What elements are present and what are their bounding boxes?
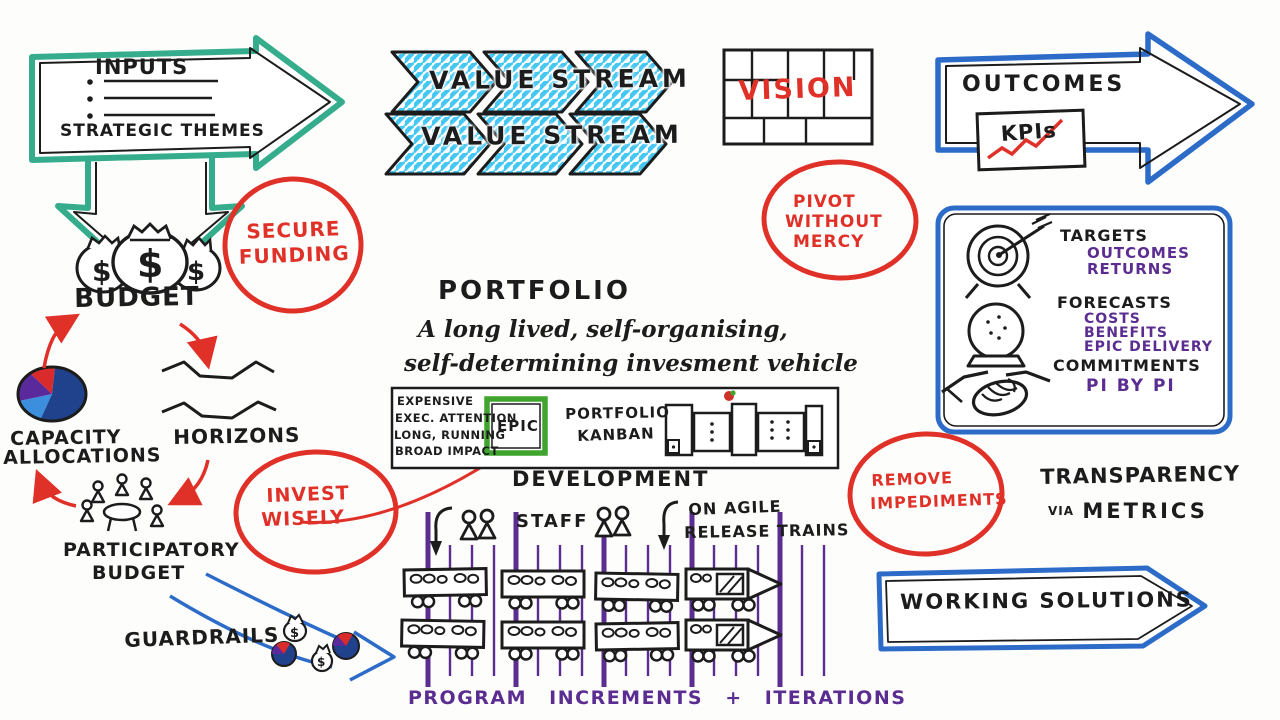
- participatory-label-2: BUDGET: [92, 562, 186, 584]
- forecasts-item: BENEFITS: [1084, 325, 1168, 341]
- dollar-sign: $: [187, 257, 205, 287]
- money-bags-icon: $ $ $: [75, 222, 222, 295]
- forecasts-label: FORECASTS: [1057, 293, 1172, 312]
- portfolio-kanban-label-2: KANBAN: [577, 424, 655, 445]
- value-stream-label-1: VALUE STREAM: [429, 63, 691, 95]
- crystal-ball-icon: [966, 302, 1026, 368]
- kanban-board-icon: [664, 390, 824, 457]
- staff-label: STAFF: [516, 511, 589, 532]
- targets-label: TARGETS: [1060, 226, 1148, 245]
- pivot-without-mercy-label: PIVOT WITHOUT MERCY: [785, 192, 883, 252]
- epic-attr: EXEC. ATTENTION: [395, 411, 517, 425]
- epic-attr: LONG, RUNNING: [394, 428, 506, 442]
- horizons-label: HORIZONS: [173, 422, 301, 449]
- portfolio-desc-1: A long lived, self-organising,: [418, 316, 788, 343]
- targets-item: RETURNS: [1087, 260, 1174, 278]
- on-agile-label-1: ON AGILE: [688, 496, 782, 519]
- dollar-sign: $: [137, 242, 163, 286]
- forecasts-item: COSTS: [1084, 311, 1141, 327]
- epic-kanban-box: [390, 386, 840, 470]
- epic-attr: EXPENSIVE: [397, 394, 474, 408]
- portfolio-title: PORTFOLIO: [438, 276, 631, 306]
- guardrails-arrow: $ $: [169, 572, 396, 682]
- kpis-label: KPIs: [1000, 118, 1058, 146]
- secure-funding-circle: [222, 176, 364, 314]
- commitments-label: COMMITMENTS: [1053, 356, 1201, 375]
- program-increments-caption: PROGRAM INCREMENTS + ITERATIONS: [408, 687, 907, 709]
- on-agile-label-2: RELEASE TRAINS: [684, 520, 850, 542]
- strategic-themes-label: STRATEGIC THEMES: [60, 121, 265, 141]
- capacity-label-2: ALLOCATIONS: [3, 444, 162, 469]
- horizons-icon: [161, 360, 277, 420]
- portfolio-desc-2: self-determining invesment vehicle: [404, 350, 858, 377]
- value-stream-label-2: VALUE STREAM: [421, 119, 683, 151]
- pivot-circle: [761, 159, 919, 281]
- target-icon: [964, 212, 1053, 299]
- vision-wall-icon: [722, 48, 874, 146]
- train-engine-icon: [684, 567, 783, 612]
- inputs-label: INPUTS: [95, 55, 189, 79]
- remove-impediments-circle: [847, 431, 1005, 557]
- budget-cycle-arrows: [32, 313, 218, 508]
- dollar-sign: $: [317, 655, 325, 669]
- handshake-icon: [941, 370, 1051, 417]
- forecasts-item: EPIC DELIVERY: [1084, 339, 1214, 355]
- secure-funding-label: SECURE FUNDING: [238, 216, 351, 269]
- epic-label: EPIC: [497, 417, 539, 435]
- train-engine-icon: [684, 618, 783, 663]
- epic-card: [484, 396, 548, 456]
- targets-item: OUTCOMES: [1087, 244, 1190, 262]
- outcomes-label: OUTCOMES: [962, 72, 1126, 97]
- value-stream-chevrons: [384, 50, 674, 176]
- transparency-label: TRANSPARENCY: [1040, 461, 1241, 489]
- dollar-sign: $: [92, 255, 111, 288]
- mini-pie-icon: [271, 641, 297, 667]
- invest-wisely-circle: [233, 449, 506, 575]
- working-solutions-banner: [876, 565, 1208, 652]
- development-label: DEVELOPMENT: [512, 467, 710, 491]
- epic-attr: BROAD IMPACT: [395, 444, 499, 458]
- via-label: VIA: [1048, 504, 1075, 518]
- working-solutions-label: WORKING SOLUTIONS: [900, 587, 1193, 614]
- portfolio-kanban-label-1: PORTFOLIO: [565, 403, 671, 423]
- vision-label: VISION: [738, 71, 857, 107]
- invest-wisely-label: INVEST WISELY: [260, 482, 351, 532]
- outcomes-arrow-shape: [935, 31, 1255, 185]
- metrics-label: METRICS: [1082, 499, 1208, 523]
- mini-pie-icon: [332, 632, 360, 660]
- inputs-arrow-shape: [29, 35, 345, 171]
- kpi-trend-line: [986, 118, 1064, 160]
- commitments-item: PI BY PI: [1086, 376, 1176, 396]
- agile-release-trains: [399, 567, 783, 663]
- participatory-people-icon: [79, 473, 165, 532]
- participatory-label-1: PARTICIPATORY: [63, 539, 240, 561]
- hook-arrow-icon: [430, 506, 453, 556]
- remove-impediments-label: REMOVE IMPEDIMENTS: [869, 468, 1008, 513]
- hook-arrow-icon: [658, 500, 679, 550]
- dollar-sign: $: [290, 626, 299, 641]
- capacity-pie-icon: [16, 365, 88, 423]
- budget-label: BUDGET: [74, 281, 200, 314]
- via-metrics-label: VIA METRICS: [1048, 499, 1208, 523]
